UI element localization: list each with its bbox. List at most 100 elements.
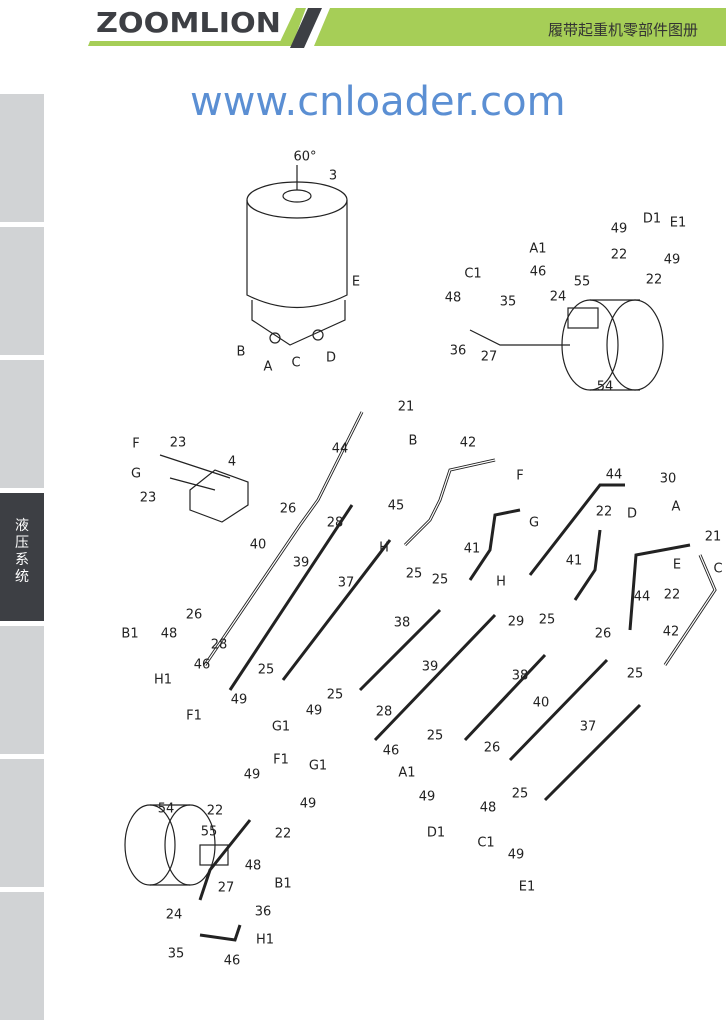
section-tab-7[interactable] (0, 892, 44, 1020)
callout-label: 39 (421, 659, 439, 675)
travel-motor-bottom (124, 804, 229, 886)
watermark: www.cnloader.com (190, 79, 566, 125)
callout-label: G (130, 466, 142, 482)
callout-label: 26 (594, 626, 612, 642)
callout-label: 40 (532, 695, 550, 711)
callout-label: 24 (549, 289, 567, 305)
callout-label: 49 (610, 221, 628, 237)
callout-label: 45 (387, 498, 405, 514)
callout-label: C1 (477, 835, 495, 851)
callout-label: 49 (305, 703, 323, 719)
callout-label: 36 (254, 904, 272, 920)
callout-label: 46 (529, 264, 547, 280)
callout-label: 23 (139, 490, 157, 506)
callout-label: 44 (633, 589, 651, 605)
section-tab-6[interactable] (0, 759, 44, 887)
callout-label: 46 (223, 953, 241, 969)
callout-label: 29 (507, 614, 525, 630)
callout-label: 22 (595, 504, 613, 520)
callout-label: 44 (331, 441, 349, 457)
callout-label: 25 (511, 786, 529, 802)
section-tab-hydraulic[interactable]: 液压系统 (0, 493, 44, 621)
callout-label: A (263, 359, 273, 375)
callout-label: D1 (642, 211, 662, 227)
callout-label: 40 (249, 537, 267, 553)
callout-label: 42 (459, 435, 477, 451)
callout-label: 28 (326, 515, 344, 531)
callout-label: H1 (153, 672, 173, 688)
catalog-title: 履带起重机零部件图册 (547, 22, 698, 39)
callout-label: D (325, 350, 337, 366)
callout-label: 35 (499, 294, 517, 310)
callout-label: 48 (244, 858, 262, 874)
callout-label: C1 (464, 266, 482, 282)
callout-label: 3 (328, 168, 338, 184)
callout-label: 25 (326, 687, 344, 703)
callout-label: 26 (279, 501, 297, 517)
callout-label: 37 (337, 575, 355, 591)
swivel-joint (246, 165, 348, 346)
callout-label: 54 (157, 801, 175, 817)
callout-label: 25 (431, 572, 449, 588)
callout-label: 38 (393, 615, 411, 631)
callout-label: 26 (483, 740, 501, 756)
callout-label: 49 (230, 692, 248, 708)
callout-label: 49 (418, 789, 436, 805)
callout-label: C (713, 561, 723, 577)
callout-label: 46 (382, 743, 400, 759)
callout-label: E1 (669, 215, 687, 231)
hose-highlights (204, 411, 716, 666)
section-tab-5[interactable] (0, 626, 44, 754)
callout-label: 37 (579, 719, 597, 735)
callout-label: 22 (645, 272, 663, 288)
callout-label: 4 (227, 454, 237, 470)
callout-label: 48 (444, 290, 462, 306)
callout-label: F1 (273, 752, 289, 768)
callout-label: 54 (596, 379, 614, 395)
callout-label: 49 (663, 252, 681, 268)
callout-label: B (408, 433, 418, 449)
callout-label: H (379, 540, 389, 556)
callout-label: 25 (405, 566, 423, 582)
callout-label: 60° (293, 149, 317, 165)
callout-label: 28 (210, 637, 228, 653)
callout-label: H1 (255, 932, 275, 948)
callout-label: 28 (375, 704, 393, 720)
callout-label: 38 (511, 668, 529, 684)
callout-label: G1 (308, 758, 328, 774)
callout-label: B1 (274, 876, 292, 892)
callout-label: 48 (160, 626, 178, 642)
callout-label: 35 (167, 946, 185, 962)
callout-label: 30 (659, 471, 677, 487)
section-tab-2[interactable] (0, 227, 44, 355)
callout-label: 46 (193, 657, 211, 673)
callout-label: 42 (662, 624, 680, 640)
callout-label: 22 (610, 247, 628, 263)
callout-label: 49 (507, 847, 525, 863)
callout-label: F (516, 468, 524, 484)
callout-label: F1 (186, 708, 202, 724)
callout-label: 48 (479, 800, 497, 816)
page-header: ZOOMLION 履带起重机零部件图册 (0, 0, 726, 60)
section-tab-3[interactable] (0, 360, 44, 488)
section-tab-1[interactable] (0, 94, 44, 222)
callout-label: 24 (165, 907, 183, 923)
callout-label: C (291, 355, 301, 371)
callout-label: 27 (480, 349, 498, 365)
callout-label: 26 (185, 607, 203, 623)
callout-label: 25 (257, 662, 275, 678)
callout-label: G (528, 515, 540, 531)
callout-label: 55 (573, 274, 591, 290)
callout-label: 39 (292, 555, 310, 571)
callout-label: 21 (397, 399, 415, 415)
callout-label: 25 (426, 728, 444, 744)
callout-label: 25 (538, 612, 556, 628)
callout-label: D (626, 506, 638, 522)
callout-label: 25 (626, 666, 644, 682)
callout-label: B (236, 344, 246, 360)
callout-label: E1 (518, 879, 536, 895)
section-tab-label: 液压系统 (15, 517, 29, 584)
callout-label: 22 (206, 803, 224, 819)
callout-label: F (132, 436, 140, 452)
